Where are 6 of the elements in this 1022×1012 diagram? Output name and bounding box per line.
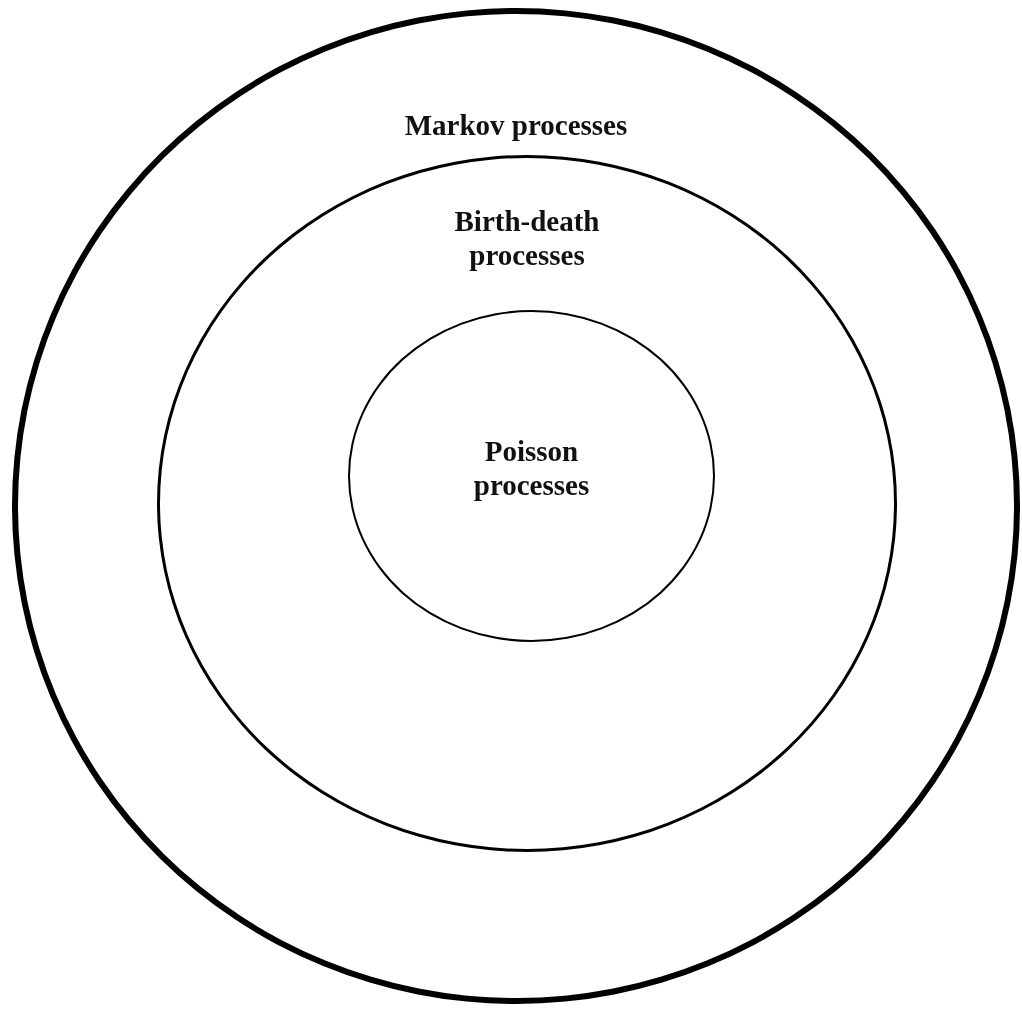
set-label: Birth-death processes	[453, 204, 601, 272]
set-circle	[348, 310, 715, 642]
set-label: Markov processes	[403, 108, 629, 142]
set-circle	[12, 8, 1020, 1004]
set-circle	[157, 155, 897, 852]
set-label: Poisson processes	[472, 434, 591, 502]
